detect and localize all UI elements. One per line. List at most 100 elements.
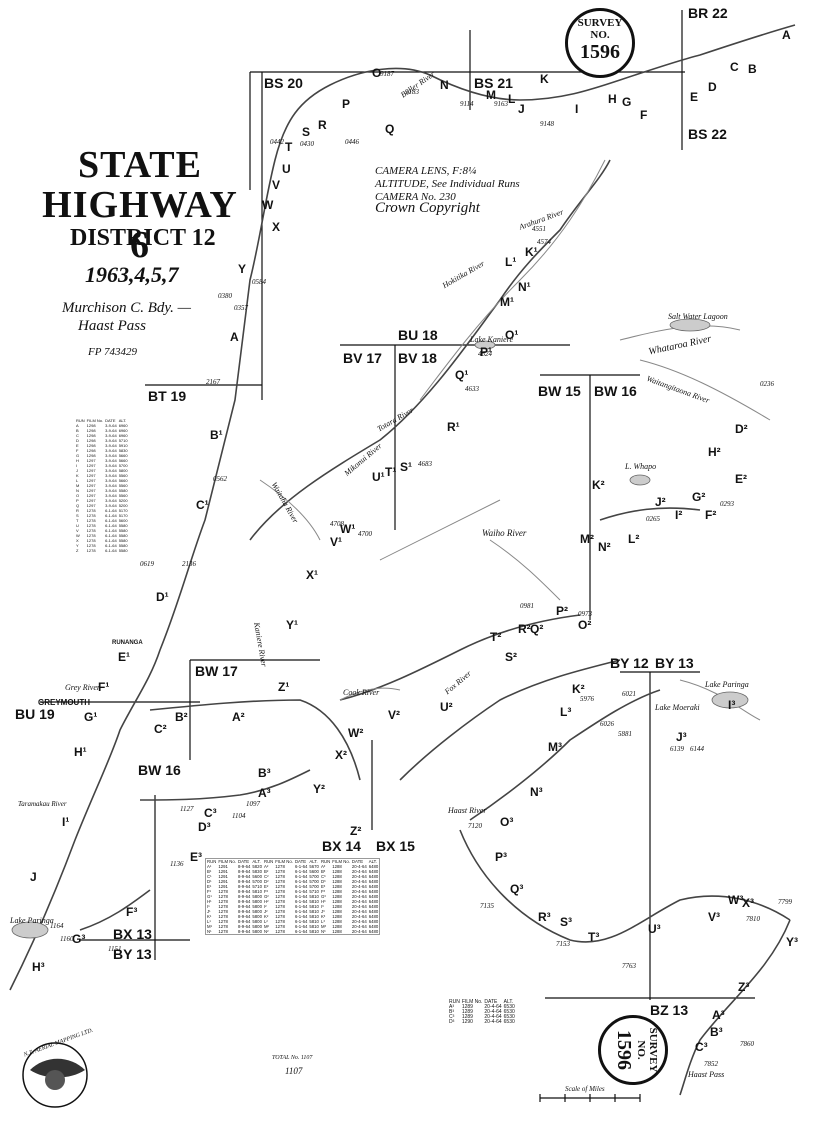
photo-number: 6144 [690,745,704,753]
table-header: ALT. [118,418,127,423]
photo-number: 2167 [206,378,220,386]
table-cell: 6480 [368,929,379,934]
table-cell: 1278 [86,533,96,538]
run-label: R¹ [447,420,460,434]
table-cell: 1278 [218,899,228,904]
table-cell: 1288 [332,929,342,934]
run-label: Z² [350,824,362,838]
run-label: T [285,140,293,154]
run-label: A [230,330,239,344]
table-cell: B³ [449,1009,454,1015]
table-cell: M [76,483,80,488]
table-cell: 20-4-64 [351,884,367,889]
sheet-label-by13-east: BY 13 [655,655,694,671]
table-cell: A [76,423,79,428]
table-cell: 3-9-64 [105,458,117,463]
table-cell: 1298 [86,423,96,428]
table-cell: 3-9-64 [105,423,117,428]
table-cell: D³ [449,1019,455,1025]
photo-number: 0446 [345,138,359,146]
run-label: K [540,72,549,86]
highway-line [399,659,621,781]
run-label: I [575,102,579,116]
table-cell: A³ [449,1004,454,1010]
photo-number: 4708 [330,520,344,528]
table-cell: C² [263,874,269,879]
table-cell: U [76,523,79,528]
table-cell: J [76,468,78,473]
photo-number: 1127 [180,805,194,813]
table-cell: F³ [320,889,325,894]
sheet-label-by12: BY 12 [610,655,649,671]
table-header: ALT. [503,999,514,1005]
table-cell: 1278 [275,864,285,869]
run-label: L¹ [505,255,517,269]
run-label: G³ [72,932,86,946]
photo-number: 4551 [532,225,546,233]
survey-no-label: NO. [590,29,610,41]
run-label: W [262,198,274,212]
table-cell: 20-4-64 [484,1014,502,1020]
run-label: U² [440,700,453,714]
aerial-mapping-logo [22,1042,88,1108]
highway-line [459,829,791,943]
table-cell: 5710 [309,889,319,894]
table-cell: 1298 [86,438,96,443]
table-cell: 5800 [252,919,262,924]
table-cell: 3-9-64 [105,498,117,503]
run-label: F [640,108,648,122]
table-cell: 6-1-64 [105,543,117,548]
table-cell: 1278 [86,518,96,523]
table-cell: 6-1-64 [105,513,117,518]
table-cell: 5700 [309,879,319,884]
highway-line [79,889,151,931]
table-cell: D² [263,879,269,884]
photo-number: 4633 [465,385,479,393]
table-cell: 1288 [332,869,342,874]
river [639,359,771,421]
table-cell: 5830 [118,448,128,453]
survey-number: 1596 [613,1030,635,1070]
table-cell: 20-4-64 [351,904,367,909]
run-label: U³ [648,922,661,936]
run-label: S² [505,650,517,664]
photo-number: 0562 [213,475,227,483]
table-cell: 8-9-64 [237,919,251,924]
run-label: P¹ [480,345,492,359]
sheet-label-bz13: BZ 13 [650,1002,689,1018]
highway-line [149,699,361,781]
sheet-label-bx13: BX 13 [113,926,152,942]
photo-number: 9163 [494,100,508,108]
table-cell: 6-1-64 [294,869,308,874]
run-label: L² [628,532,640,546]
sheet-label-bx15: BX 15 [376,838,415,854]
table-cell: 1297 [86,468,96,473]
sheet-label-bs22: BS 22 [688,126,727,142]
table-header-row: RUN FILM No. DATE ALT. [75,418,129,423]
place-lake-kaniere: Lake Kaniere [470,335,514,344]
run-label: O [372,66,382,80]
table-cell: 20-4-64 [351,864,367,869]
table-cell: 3-9-64 [105,448,117,453]
run-label: E³ [190,850,202,864]
run-label: C¹ [196,498,209,512]
table-cell: C³ [320,874,326,879]
table-cell: 1298 [86,433,96,438]
run-label: F³ [126,905,138,919]
table-cell: 1278 [86,548,96,553]
table-cell: 5560 [118,473,128,478]
lakes [11,318,749,939]
table-cell: 6960 [118,428,128,433]
photo-number: 0619 [140,560,154,568]
sheet-label-bw16-west: BW 16 [138,762,181,778]
